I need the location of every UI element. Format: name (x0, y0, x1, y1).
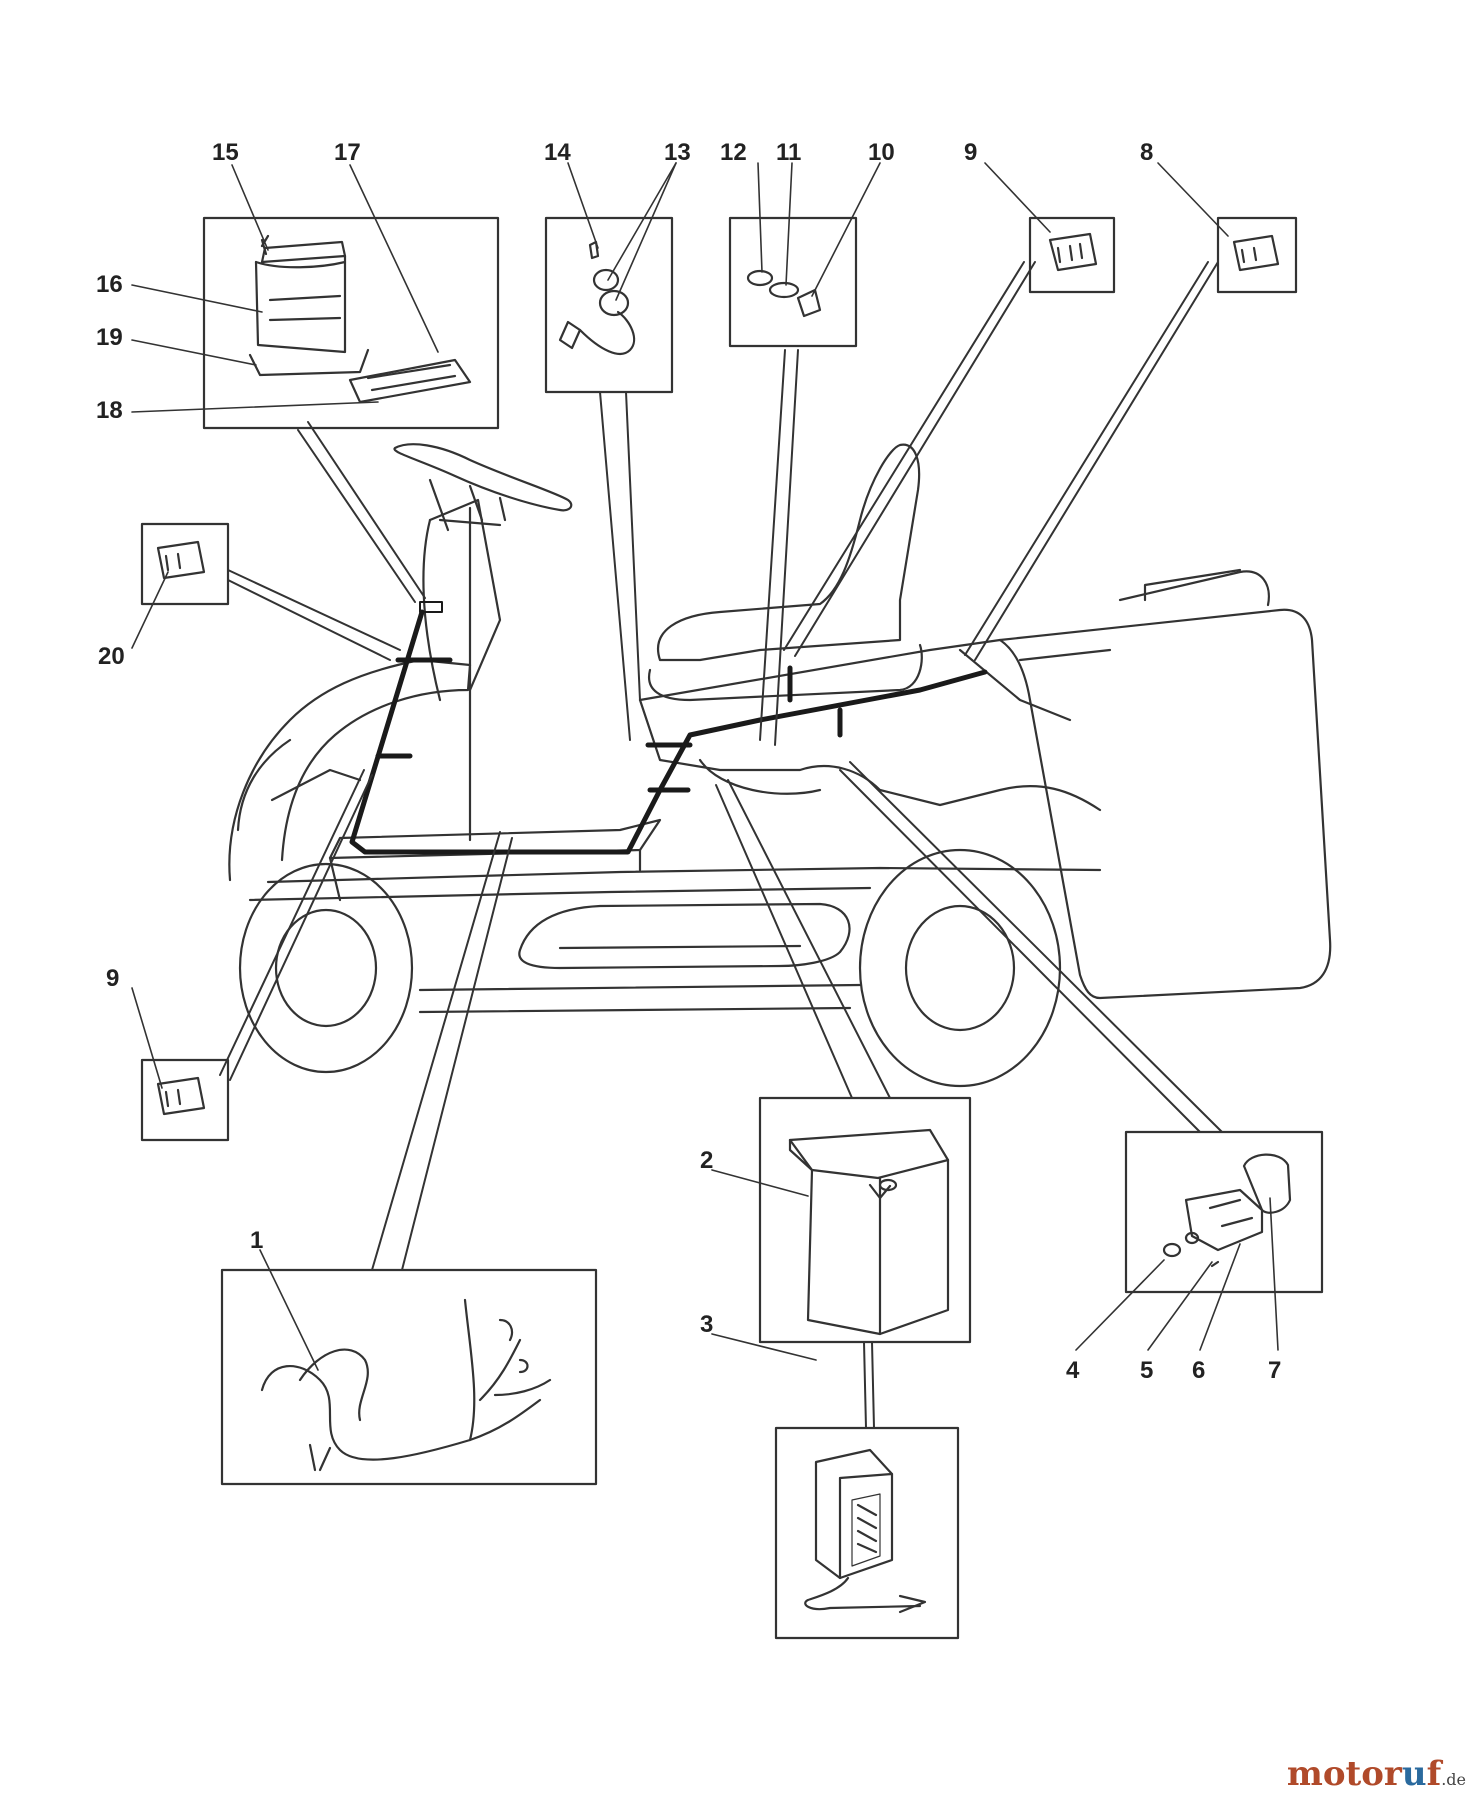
callout-2: 2 (700, 1147, 713, 1174)
detail-box-switch-8 (1216, 216, 1298, 294)
detail-box-battery (758, 1096, 972, 1344)
detail-box-charger (774, 1426, 960, 1640)
detail-box-switch-20 (140, 522, 230, 606)
detail-box-switch-9-bottom (140, 1058, 230, 1142)
callout-4: 4 (1066, 1357, 1080, 1384)
detail-box-switches (728, 216, 858, 348)
callout-3: 3 (700, 1311, 713, 1338)
leader-lines (219, 261, 1223, 1429)
watermark-u: u (1401, 1754, 1427, 1794)
callout-20: 20 (98, 643, 125, 670)
detail-box-solenoid (1124, 1130, 1324, 1294)
callout-8: 8 (1140, 139, 1153, 166)
watermark-f: f (1426, 1754, 1442, 1794)
detail-box-harness (220, 1268, 598, 1486)
detail-box-control-module (202, 216, 500, 430)
callout-6: 6 (1192, 1357, 1205, 1384)
rear-wheel (858, 848, 1062, 1088)
callout-11: 11 (776, 139, 801, 166)
callout-9-top: 9 (964, 139, 977, 166)
connector-block (419, 601, 443, 613)
callout-leaders (131, 162, 1279, 1371)
grass-collector (998, 608, 1332, 1000)
watermark-logo: motoruf.de (1287, 1754, 1466, 1794)
callout-7: 7 (1268, 1357, 1281, 1384)
watermark-tld: .de (1441, 1770, 1466, 1789)
callout-labels: 15 17 14 13 12 11 10 9 8 16 19 18 20 9 1… (96, 139, 1281, 1384)
callout-14: 14 (544, 139, 571, 166)
steering-wheel (393, 443, 573, 512)
wiring-harness-route (349, 609, 988, 855)
callout-18: 18 (96, 397, 123, 424)
front-wheel (238, 862, 414, 1074)
callout-10: 10 (868, 139, 895, 166)
callout-16: 16 (96, 271, 123, 298)
detail-box-switch-9-top (1028, 216, 1116, 294)
callout-5: 5 (1140, 1357, 1153, 1384)
callout-17: 17 (334, 139, 361, 166)
tractor-outline (228, 443, 1332, 1088)
watermark-motor: motor (1286, 1754, 1402, 1794)
callout-13: 13 (664, 139, 691, 166)
seat (657, 443, 921, 662)
callout-9-bottom: 9 (106, 965, 119, 992)
callout-19: 19 (96, 324, 123, 351)
detail-box-ignition (544, 216, 674, 394)
callout-12: 12 (720, 139, 747, 166)
callout-1: 1 (250, 1227, 263, 1254)
callout-15: 15 (212, 139, 239, 166)
